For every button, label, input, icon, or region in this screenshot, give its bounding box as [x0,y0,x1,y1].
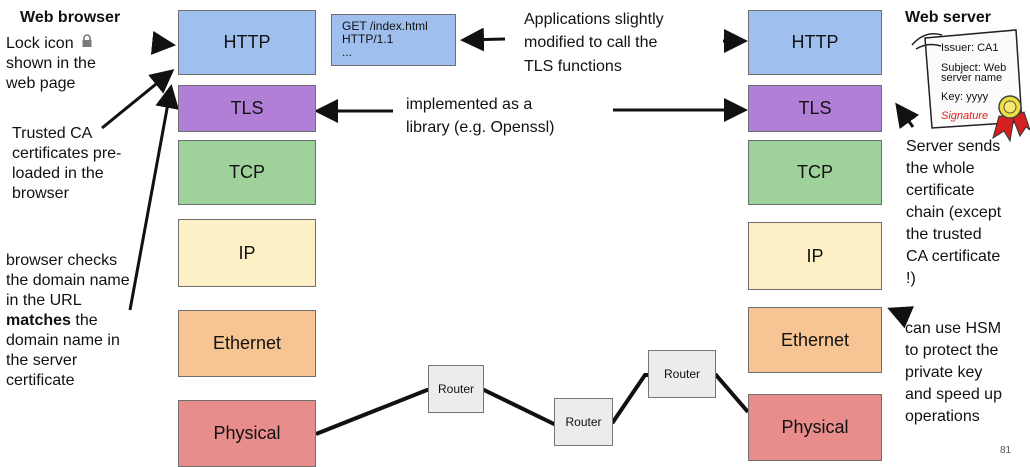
apps-note-line-1: Applications slightly [524,11,664,28]
browser-check-line-4: matches the [6,311,98,331]
browser-check-line-2: the domain name [6,272,130,289]
lib-note-line-2: library (e.g. Openssl) [406,119,555,136]
page-number: 81 [1000,445,1012,456]
web-browser-title: Web browser [20,9,121,26]
hsm-note-line-2: to protect the [905,342,999,359]
matches-after: the [70,312,98,329]
lock-icon-text: Lock icon [6,35,74,53]
server-ip-layer: IP [748,222,882,290]
trusted-ca-line-3: loaded in the [12,165,104,182]
router-1: Router [428,365,484,413]
arrow-chain-to-tls [895,102,920,130]
web-server-title: Web server [905,9,991,26]
chain-note-line-6: CA certificate [906,248,1001,265]
trusted-ca-line-1: Trusted CA [12,125,93,142]
get-request-line-2: HTTP/1.1 [342,32,394,46]
arrow-weblabel-to-http [101,69,175,130]
client-http-layer: HTTP [178,10,316,75]
lib-note-line-1: implemented as a [406,96,533,113]
get-request-box: GET /index.html HTTP/1.1 ... [331,14,456,66]
apps-note-line-3: TLS functions [524,58,622,75]
lock-icon-label: Lock icon [6,34,93,54]
client-tcp-layer: TCP [178,140,316,205]
cert-subject-line-1: Subject: Web [941,62,1007,74]
certificate-icon [911,29,1023,129]
seal-icon [992,95,1030,143]
server-tls-layer: TLS [748,85,882,132]
hsm-note-line-4: and speed up [905,386,1002,403]
server-http-layer: HTTP [748,10,882,75]
apps-note-line-2: modified to call the [524,34,658,51]
client-ethernet-layer: Ethernet [178,310,316,377]
get-request-line-1: GET /index.html [342,19,428,33]
cert-signature: Signature [941,110,989,122]
trusted-ca-line-4: browser [12,185,69,202]
browser-check-line-5: domain name in [6,332,120,349]
router-2: Router [554,398,613,446]
chain-note-line-3: certificate [906,182,975,199]
arrow-apps-to-get [460,27,506,52]
client-tls-layer: TLS [178,85,316,132]
browser-check-line-6: the server [6,352,78,369]
server-physical-layer: Physical [748,394,882,461]
chain-note-line-7: !) [906,270,916,287]
arrow-browser-check-to-tls [128,84,180,311]
hsm-note-line-3: private key [905,364,983,381]
cert-key: Key: yyyy [941,91,989,103]
hsm-note-line-1: can use HSM [905,320,1002,337]
arrow-lock-to-http [150,30,176,55]
matches-bold: matches [6,312,71,329]
server-tcp-layer: TCP [748,140,882,205]
lock-icon [81,34,93,54]
chain-note-line-2: the whole [906,160,975,177]
arrow-hsm-to-ip [887,306,915,329]
cert-subject-line-2: server name [941,72,1003,84]
trusted-ca-line-2: certificates pre- [12,145,122,162]
hsm-note-line-5: operations [905,408,980,425]
get-request-line-3: ... [342,45,353,59]
browser-check-line-7: certificate [6,372,75,389]
lock-icon-line-3: web page [6,75,76,92]
router-3: Router [648,350,716,398]
client-physical-layer: Physical [178,400,316,467]
cert-issuer: Issuer: CA1 [941,42,999,54]
chain-note-line-5: the trusted [906,226,982,243]
lock-icon-line-2: shown in the [6,55,96,72]
chain-note-line-4: chain (except [906,204,1002,221]
server-ethernet-layer: Ethernet [748,307,882,373]
browser-check-line-3: in the URL [6,292,82,309]
chain-note-line-1: Server sends [906,138,1001,155]
browser-check-line-1: browser checks [6,252,118,269]
client-ip-layer: IP [178,219,316,287]
